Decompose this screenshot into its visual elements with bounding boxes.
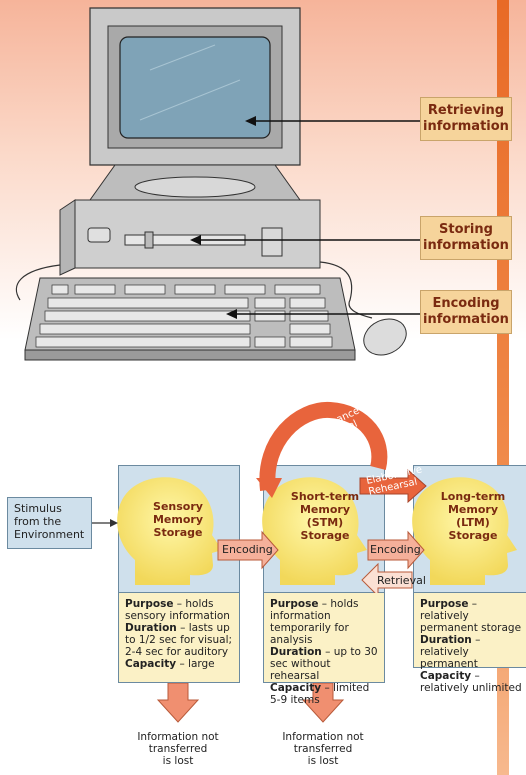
sensory-head-icon xyxy=(117,477,222,585)
stm-description: Purpose – holds information temporarily … xyxy=(263,593,385,706)
encoding-label-2: Encoding xyxy=(370,543,421,556)
sensory-description: Purpose – holds sensory information Dura… xyxy=(118,593,240,683)
retrieval-label: Retrieval xyxy=(377,574,426,587)
encoding-label-1: Encoding xyxy=(222,543,273,556)
stm-head-icon xyxy=(262,477,367,585)
ltm-head-icon xyxy=(412,477,517,585)
ltm-description: Purpose – relatively permanent storage D… xyxy=(413,593,526,694)
